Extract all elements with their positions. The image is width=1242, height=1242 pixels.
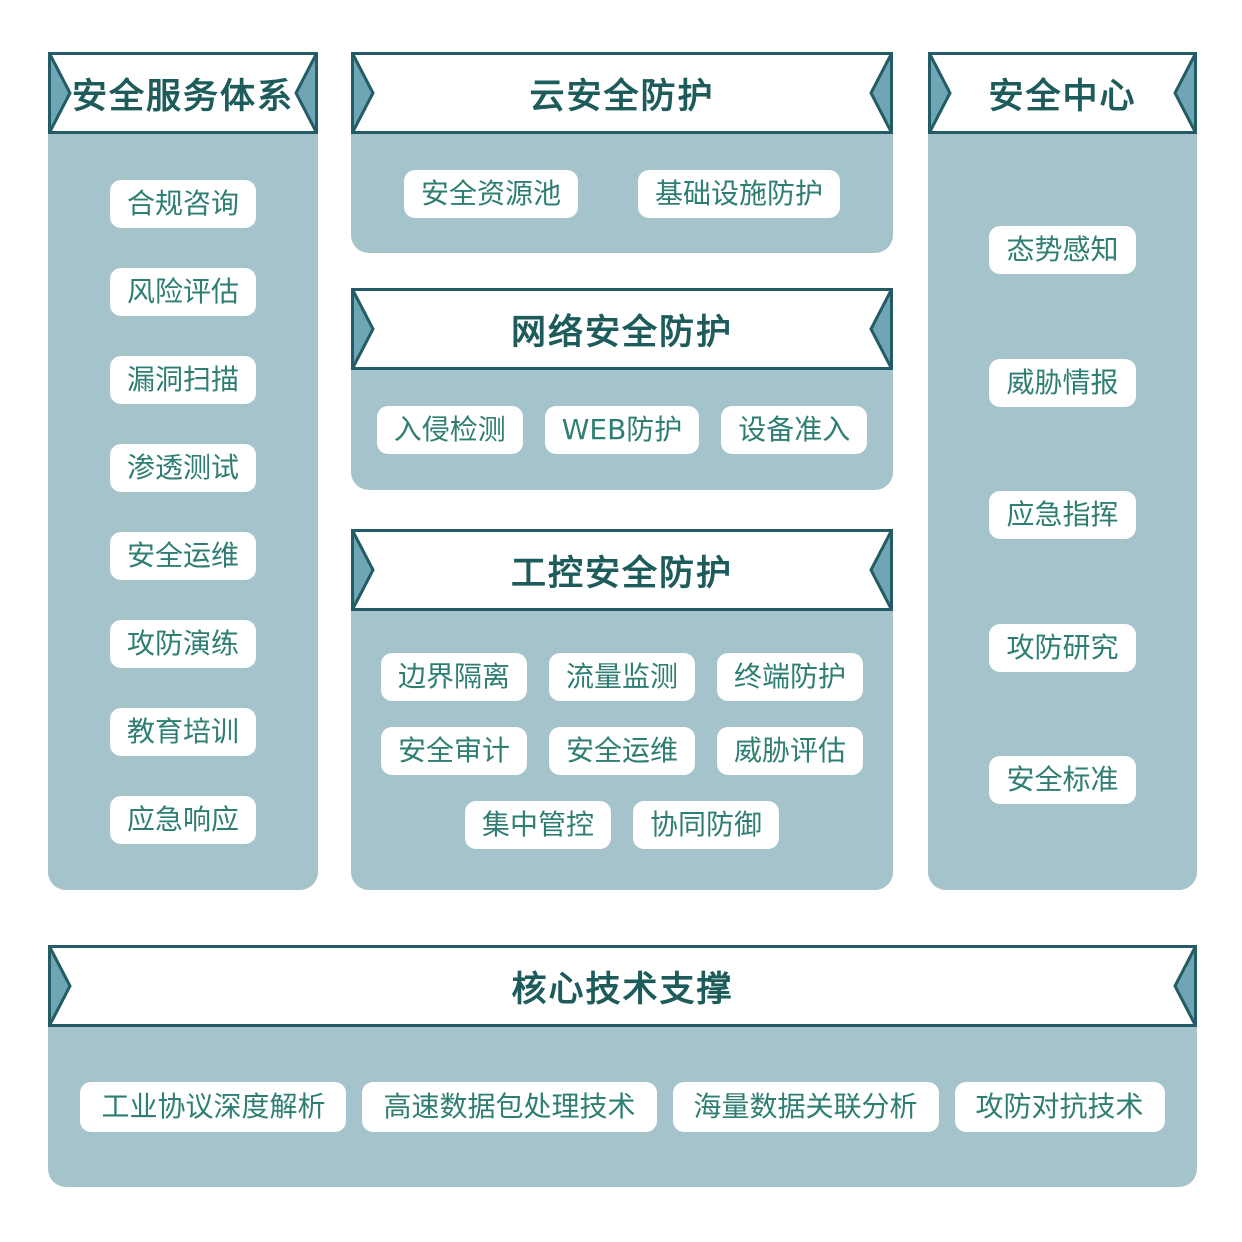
ribbon-banner-shape bbox=[928, 52, 1197, 134]
chip: 边界隔离 bbox=[380, 652, 527, 701]
panel-title: 云安全防护 bbox=[529, 76, 715, 117]
chip: 风险评估 bbox=[109, 268, 256, 316]
chip: 基础设施防护 bbox=[638, 169, 841, 218]
chip: 高速数据包处理技术 bbox=[362, 1082, 657, 1132]
panel-ics-security: 工控安全防护 边界隔离 流量监测 终端防护 安全审计 安全运维 威胁评估 集中管… bbox=[351, 529, 893, 890]
panel-security-center: 安全中心 态势感知 威胁情报 应急指挥 攻防研究 安全标准 bbox=[928, 52, 1197, 890]
panel-security-center-header: 安全中心 bbox=[928, 52, 1197, 134]
chip: 入侵检测 bbox=[376, 406, 523, 454]
panel-ics-security-body: 边界隔离 流量监测 终端防护 安全审计 安全运维 威胁评估 集中管控 协同防御 bbox=[351, 611, 893, 890]
panel-ics-security-header: 工控安全防护 bbox=[351, 529, 893, 611]
ribbon-banner-shape bbox=[351, 52, 893, 134]
ribbon-banner-shape bbox=[48, 52, 318, 134]
panel-title: 核心技术支撑 bbox=[511, 969, 734, 1010]
panel-network-security-header: 网络安全防护 bbox=[351, 288, 893, 370]
panel-cloud-security-header: 云安全防护 bbox=[351, 52, 893, 134]
panel-title: 安全中心 bbox=[988, 76, 1137, 117]
chip: 海量数据关联分析 bbox=[672, 1082, 939, 1132]
panel-cloud-security: 云安全防护 安全资源池 基础设施防护 bbox=[351, 52, 893, 253]
panel-network-security-body: 入侵检测 WEB防护 设备准入 bbox=[351, 370, 893, 490]
chip: 态势感知 bbox=[989, 226, 1136, 274]
ribbon-banner-shape bbox=[351, 529, 893, 611]
chip: 安全审计 bbox=[380, 726, 527, 775]
ribbon-banner-shape bbox=[48, 945, 1197, 1027]
chip: 攻防演练 bbox=[109, 620, 256, 668]
panel-core-tech-header: 核心技术支撑 bbox=[48, 945, 1197, 1027]
panel-security-services-body: 合规咨询 风险评估 漏洞扫描 渗透测试 安全运维 攻防演练 教育培训 应急响应 bbox=[48, 134, 318, 890]
chip: 安全运维 bbox=[109, 532, 256, 580]
chip: 应急指挥 bbox=[989, 491, 1136, 539]
chip: 集中管控 bbox=[464, 800, 611, 849]
panel-title: 安全服务体系 bbox=[71, 76, 294, 117]
chip: 攻防研究 bbox=[989, 623, 1136, 672]
panel-core-tech-body: 工业协议深度解析 高速数据包处理技术 海量数据关联分析 攻防对抗技术 bbox=[48, 1027, 1197, 1187]
panel-core-tech: 核心技术支撑 工业协议深度解析 高速数据包处理技术 海量数据关联分析 攻防对抗技… bbox=[48, 945, 1197, 1187]
chip: 渗透测试 bbox=[109, 444, 256, 492]
panel-title: 工控安全防护 bbox=[510, 553, 733, 594]
chip-row: 安全审计 安全运维 威胁评估 bbox=[380, 726, 864, 775]
chip: 应急响应 bbox=[109, 796, 256, 844]
chip: 工业协议深度解析 bbox=[80, 1082, 347, 1132]
panel-security-center-body: 态势感知 威胁情报 应急指挥 攻防研究 安全标准 bbox=[928, 134, 1197, 890]
chip: 安全标准 bbox=[989, 756, 1136, 804]
chip: 设备准入 bbox=[721, 406, 868, 454]
chip: 威胁评估 bbox=[717, 726, 864, 775]
panel-cloud-security-body: 安全资源池 基础设施防护 bbox=[351, 134, 893, 253]
chip-row: 边界隔离 流量监测 终端防护 bbox=[380, 652, 864, 701]
chip: 威胁情报 bbox=[989, 358, 1136, 407]
chip-row: 集中管控 协同防御 bbox=[464, 800, 780, 849]
panel-network-security: 网络安全防护 入侵检测 WEB防护 设备准入 bbox=[351, 288, 893, 490]
panel-title: 网络安全防护 bbox=[510, 312, 733, 353]
chip: 合规咨询 bbox=[109, 180, 256, 228]
chip: 安全运维 bbox=[548, 726, 695, 775]
chip: 教育培训 bbox=[109, 708, 256, 756]
chip: 安全资源池 bbox=[403, 169, 578, 218]
chip: 流量监测 bbox=[548, 652, 695, 701]
panel-security-services-header: 安全服务体系 bbox=[48, 52, 318, 134]
panel-security-services: 安全服务体系 合规咨询 风险评估 漏洞扫描 渗透测试 安全运维 攻防演练 教育培… bbox=[48, 52, 318, 890]
chip: 协同防御 bbox=[633, 800, 780, 849]
chip: WEB防护 bbox=[544, 406, 700, 454]
ribbon-banner-shape bbox=[351, 288, 893, 370]
chip: 攻防对抗技术 bbox=[954, 1082, 1165, 1132]
chip: 漏洞扫描 bbox=[109, 356, 256, 404]
chip: 终端防护 bbox=[717, 652, 864, 701]
